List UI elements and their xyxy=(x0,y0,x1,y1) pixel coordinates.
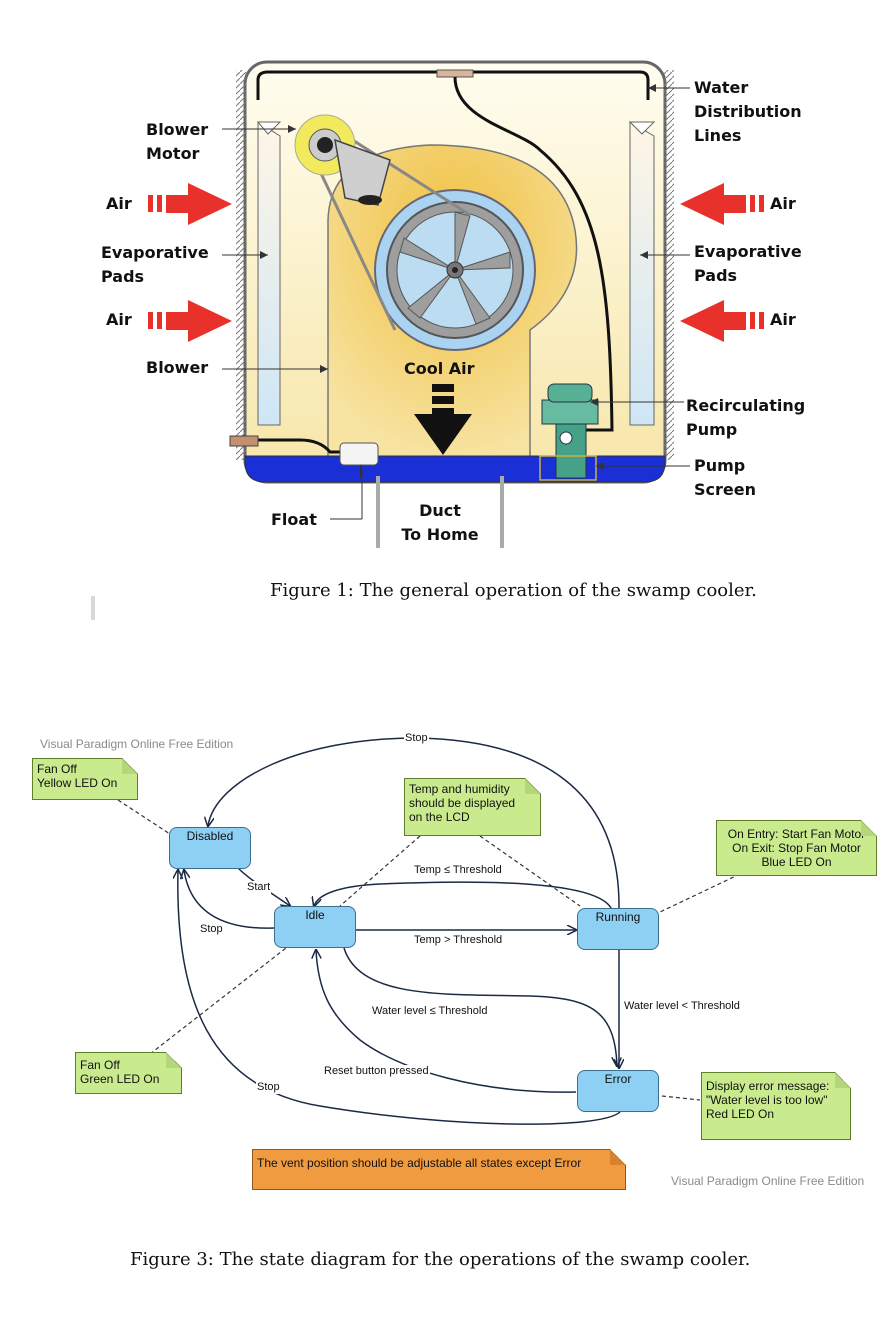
note-idle: Fan Off Green LED On xyxy=(75,1052,182,1094)
edge-water-le xyxy=(343,947,617,1066)
left-pad-top xyxy=(256,121,282,135)
label-recirculating-pump: Recirculating Pump xyxy=(686,396,806,439)
transition-stop-top: Stop xyxy=(404,732,429,745)
transition-stop-error: Stop xyxy=(256,1081,281,1094)
edge-temp-le xyxy=(314,881,613,911)
label-blower-motor: Blower Motor xyxy=(146,120,209,163)
float-line xyxy=(258,438,342,454)
label-float: Float xyxy=(271,510,317,529)
anchor-lcd-note-running xyxy=(479,835,581,907)
figure1-caption: Figure 1: The general operation of the s… xyxy=(270,580,757,601)
edge-stop-error xyxy=(178,870,621,1125)
state-diagram-connectors xyxy=(117,737,741,1125)
left-pad xyxy=(257,121,281,426)
label-water-distribution-lines: Water Distribution Lines xyxy=(694,78,802,145)
air-arrows-left xyxy=(148,183,232,342)
state-running[interactable]: Running xyxy=(577,908,659,950)
pipe-fitting xyxy=(436,69,474,78)
label-evaporative-pads-right: Evaporative Pads xyxy=(694,242,802,285)
fan-spokes xyxy=(399,211,511,325)
label-evaporative-pads-left: Evaporative Pads xyxy=(101,243,209,286)
note-vent: The vent position should be adjustable a… xyxy=(252,1149,626,1190)
belt-right xyxy=(339,130,471,217)
motor-bracket xyxy=(334,138,391,206)
text-cursor-bar xyxy=(91,596,95,620)
label-cool-air: Cool Air xyxy=(404,359,475,378)
transition-reset: Reset button pressed xyxy=(323,1065,430,1078)
hatch-left xyxy=(236,70,246,460)
watermark-top: Visual Paradigm Online Free Edition xyxy=(40,737,234,751)
anchor-running-note xyxy=(659,873,741,913)
hatch-right xyxy=(664,70,674,460)
label-air-left-bottom: Air xyxy=(106,310,132,329)
state-disabled[interactable]: Disabled xyxy=(169,827,251,869)
supply-tube xyxy=(453,76,614,432)
state-error[interactable]: Error xyxy=(577,1070,659,1112)
swamp-cooler-figure: Blower Motor Air Evaporative Pads Air Bl… xyxy=(0,0,896,560)
cool-air-arrow xyxy=(414,408,472,455)
state-idle[interactable]: Idle xyxy=(274,906,356,948)
anchor-error-note xyxy=(661,1095,701,1101)
transition-temp-gt: Temp > Threshold xyxy=(413,934,504,947)
anchor-lcd-note-idle xyxy=(339,835,421,907)
anchor-idle-note xyxy=(149,947,287,1055)
edge-reset xyxy=(316,950,577,1093)
belt-left xyxy=(308,149,397,331)
right-pad xyxy=(629,121,655,426)
figure3-caption: Figure 3: The state diagram for the oper… xyxy=(130,1249,751,1270)
transition-start: Start xyxy=(246,881,272,894)
watermark-bottom: Visual Paradigm Online Free Edition xyxy=(671,1174,865,1188)
label-duct-to-home: Duct To Home xyxy=(401,501,479,544)
label-blower: Blower xyxy=(146,358,209,377)
note-lcd: Temp and humidity should be displayed on… xyxy=(404,778,541,836)
right-pad-top xyxy=(628,121,656,135)
anchor-disabled-note xyxy=(117,799,171,835)
note-disabled: Fan Off Yellow LED On xyxy=(32,758,138,800)
transition-stop-idle: Stop xyxy=(199,923,224,936)
note-error: Display error message: "Water level is t… xyxy=(701,1072,851,1140)
float-body xyxy=(339,442,379,466)
inlet-valve xyxy=(229,435,259,447)
recirculating-pump xyxy=(539,383,599,481)
label-air-right-top: Air xyxy=(770,194,796,213)
label-air-left-top: Air xyxy=(106,194,132,213)
transition-water-lt: Water level < Threshold xyxy=(623,1000,741,1013)
note-running: On Entry: Start Fan Motor On Exit: Stop … xyxy=(716,820,877,876)
transition-temp-le: Temp ≤ Threshold xyxy=(413,864,503,877)
label-pump-screen: Pump Screen xyxy=(694,456,756,499)
swamp-cooler-illustration xyxy=(148,60,764,548)
state-diagram: Visual Paradigm Online Free Edition Visu… xyxy=(0,720,896,1200)
transition-water-le: Water level ≤ Threshold xyxy=(371,1005,489,1018)
air-arrows-right xyxy=(680,183,764,342)
edge-stop-idle xyxy=(184,870,275,929)
label-air-right-bottom: Air xyxy=(770,310,796,329)
